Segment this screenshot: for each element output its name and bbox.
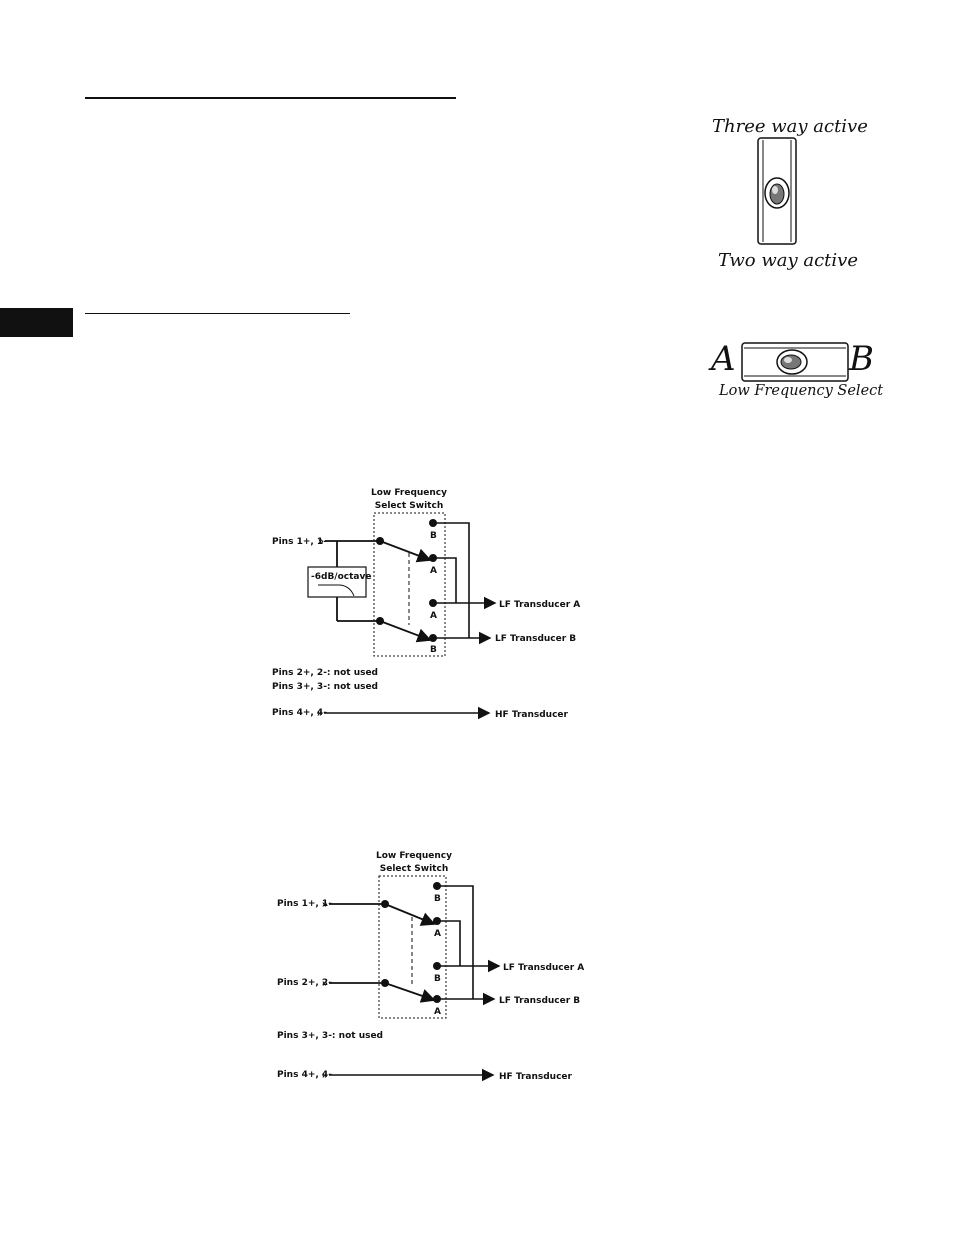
svg-text:»: » bbox=[322, 899, 328, 910]
two-way-label: Two way active bbox=[718, 250, 858, 271]
three-two-way-toggle-switch[interactable] bbox=[757, 137, 797, 245]
section-rule-2 bbox=[85, 313, 350, 314]
input-pins-label-1: Pins 1+, 1- bbox=[277, 899, 332, 909]
input-pins-label: Pins 1+, 1- bbox=[272, 537, 327, 547]
contact-label-1: B bbox=[434, 894, 441, 904]
connector-chevron-icon: » bbox=[318, 536, 324, 547]
contact-label-3: B bbox=[434, 974, 441, 984]
hf-pins-label: Pins 4+, 4- bbox=[272, 708, 327, 718]
unused-pins-label-2: Pins 3+, 3-: not used bbox=[272, 682, 378, 692]
input-pins-label-2: Pins 2+, 2- bbox=[277, 978, 332, 988]
section-rule-1 bbox=[85, 97, 456, 99]
three-way-label: Three way active bbox=[712, 116, 868, 137]
unused-pins-label-1: Pins 2+, 2-: not used bbox=[272, 668, 378, 678]
switch-title-line-2: Select Switch bbox=[375, 501, 443, 511]
contact-label-1: B bbox=[430, 531, 437, 541]
lf-transducer-a-label: LF Transducer A bbox=[503, 963, 584, 973]
contact-label-4: A bbox=[434, 1007, 441, 1017]
switch-position-a: A bbox=[711, 339, 736, 379]
low-frequency-select-caption: Low Frequency Select bbox=[719, 383, 884, 399]
contact-label-2: A bbox=[434, 929, 441, 939]
svg-text:»: » bbox=[317, 708, 323, 719]
unused-pins-label: Pins 3+, 3-: not used bbox=[277, 1031, 383, 1041]
contact-label-3: A bbox=[430, 611, 437, 621]
contact-label-4: B bbox=[430, 645, 437, 655]
chapter-tab bbox=[0, 308, 73, 337]
lf-transducer-a-label: LF Transducer A bbox=[499, 600, 580, 610]
wiring-diagram-1: Low Frequency Select Switch Pins 1+, 1- … bbox=[272, 488, 580, 720]
switch-title-line-1: Low Frequency bbox=[371, 488, 447, 498]
filter-box bbox=[307, 566, 367, 598]
low-frequency-select-switch[interactable] bbox=[741, 342, 849, 382]
switch-pole-2 bbox=[376, 617, 384, 625]
svg-text:»: » bbox=[322, 978, 328, 989]
switch-box bbox=[373, 512, 446, 657]
switch-title-line-2: Select Switch bbox=[380, 864, 448, 874]
lf-transducer-b-label: LF Transducer B bbox=[495, 634, 576, 644]
hf-pins-label: Pins 4+, 4- bbox=[277, 1070, 332, 1080]
hf-transducer-label: HF Transducer bbox=[495, 710, 569, 720]
svg-text:»: » bbox=[322, 1070, 328, 1081]
hf-transducer-label: HF Transducer bbox=[499, 1072, 573, 1082]
wiring-diagram-2: Low Frequency Select Switch Pins 1+, 1- … bbox=[277, 851, 584, 1082]
contact-label-2: A bbox=[430, 566, 437, 576]
lf-transducer-b-label: LF Transducer B bbox=[499, 996, 580, 1006]
switch-title-line-1: Low Frequency bbox=[376, 851, 452, 861]
switch-box bbox=[378, 875, 447, 1019]
filter-label: -6dB/octave bbox=[311, 572, 371, 582]
switch-position-b: B bbox=[849, 339, 874, 379]
switch-pole-1 bbox=[376, 537, 384, 545]
